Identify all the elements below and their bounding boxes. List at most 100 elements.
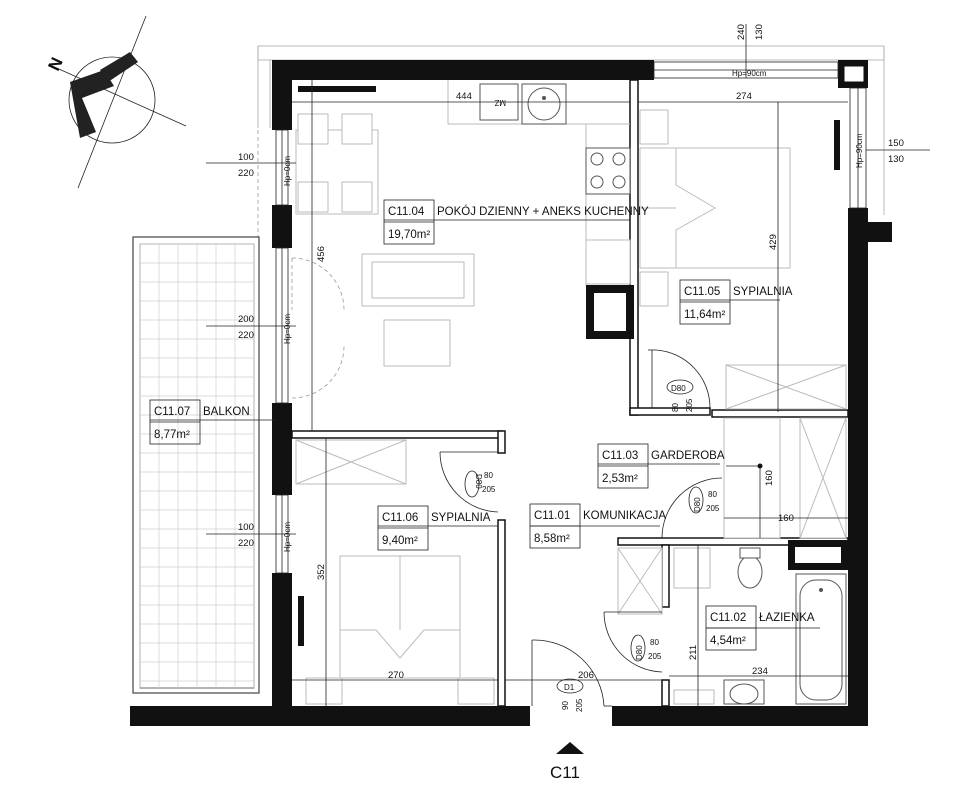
door-tag-bathroom: D80 80 205 bbox=[630, 634, 662, 662]
dimension-labels: 444 274 456 429 352 270 206 211 234 160 … bbox=[316, 91, 794, 681]
outer-walls bbox=[130, 60, 892, 726]
door-tag-label: D80 bbox=[474, 474, 483, 489]
room-area: 11,64m² bbox=[684, 309, 726, 321]
bed-bedroom-1106 bbox=[305, 555, 495, 705]
room-label-1104: C11.04 POKÓJ DZIENNY + ANEKS KUCHENNY 19… bbox=[383, 199, 649, 245]
dimension-label: 429 bbox=[768, 234, 779, 250]
door-width: 80 bbox=[484, 471, 493, 480]
room-label-1103: C11.03 GARDEROBA 2,53m² bbox=[597, 443, 725, 489]
window-sill: Hp=90cm bbox=[732, 69, 767, 78]
door-bedroom-1105 bbox=[648, 349, 711, 409]
door-width: 90 bbox=[561, 701, 570, 710]
dimension-label: 206 bbox=[578, 670, 594, 681]
room-area: 4,54m² bbox=[710, 635, 746, 647]
door-tag-entrance: D1 90 205 bbox=[556, 678, 584, 712]
door-width: 80 bbox=[650, 638, 659, 647]
door-tag-bedroom-1106: D80 80 205 bbox=[464, 470, 496, 498]
window-left-middle bbox=[275, 247, 289, 404]
radiator bbox=[834, 120, 840, 170]
kitchen-counter: MZ bbox=[447, 80, 631, 285]
room-code: C11.03 bbox=[602, 450, 638, 462]
window-sill: Hp=90cm bbox=[855, 133, 864, 168]
window-left-top bbox=[275, 129, 289, 206]
room-code: C11.05 bbox=[684, 286, 720, 298]
door-tag-label: D80 bbox=[693, 497, 702, 512]
door-tags: D80 80 205 D80 80 205 D80 80 205 D80 80 … bbox=[464, 379, 720, 712]
bathroom-fixtures bbox=[673, 547, 847, 705]
fridge-label: MZ bbox=[494, 98, 506, 107]
radiator bbox=[298, 596, 304, 646]
door-height: 205 bbox=[575, 698, 584, 712]
room-code: C11.04 bbox=[388, 206, 425, 218]
doors bbox=[291, 257, 723, 707]
dimension-label: 270 bbox=[388, 670, 404, 681]
dining-set bbox=[295, 113, 379, 215]
furniture: MZ bbox=[295, 80, 847, 705]
room-code: C11.06 bbox=[382, 512, 418, 524]
dimension-lines bbox=[150, 24, 930, 706]
section-arrow-icon bbox=[556, 742, 584, 754]
room-code: C11.01 bbox=[534, 510, 570, 522]
dimension-label: 234 bbox=[752, 666, 768, 677]
windows bbox=[275, 61, 867, 646]
room-name: GARDEROBA bbox=[651, 450, 725, 462]
door-height: 205 bbox=[685, 398, 694, 412]
room-label-1102: C11.02 ŁAZIENKA 4,54m² bbox=[705, 605, 815, 651]
door-garderoba bbox=[661, 477, 723, 539]
dimension-label: 211 bbox=[688, 645, 699, 660]
section-marker: C11 bbox=[550, 742, 584, 782]
dimension-label: 160 bbox=[778, 513, 794, 524]
bed-bedroom-1105 bbox=[639, 109, 791, 307]
door-height: 205 bbox=[482, 485, 496, 494]
room-area: 8,58m² bbox=[534, 533, 570, 545]
room-name: SYPIALNIA bbox=[431, 512, 491, 524]
wardrobe bbox=[295, 439, 407, 485]
window-width: 240 bbox=[736, 24, 747, 40]
window-width: 200 bbox=[238, 314, 254, 325]
section-label: C11 bbox=[550, 763, 580, 782]
window-width: 100 bbox=[238, 522, 254, 533]
window-height: 220 bbox=[238, 330, 254, 341]
door-bathroom bbox=[603, 611, 663, 673]
room-area: 2,53m² bbox=[602, 473, 638, 485]
dimension-label: 274 bbox=[736, 91, 752, 102]
room-name: SYPIALNIA bbox=[733, 286, 793, 298]
window-height: 220 bbox=[238, 538, 254, 549]
room-code: C11.02 bbox=[710, 612, 746, 624]
coffee-table bbox=[383, 319, 451, 367]
radiator bbox=[298, 86, 376, 92]
window-width: 100 bbox=[238, 152, 254, 163]
window-height: 220 bbox=[238, 168, 254, 179]
dimension-label: 456 bbox=[316, 246, 327, 262]
room-code: C11.07 bbox=[154, 406, 190, 418]
dimension-label: 160 bbox=[764, 470, 775, 486]
north-arrow-icon: N bbox=[44, 15, 187, 189]
room-area: 8,77m² bbox=[154, 429, 190, 441]
window-sill: Hp=0cm bbox=[283, 314, 292, 344]
door-width: 80 bbox=[671, 403, 680, 412]
door-tag-label: D80 bbox=[671, 384, 686, 393]
entrance-door bbox=[531, 639, 612, 707]
door-bedroom-1106 bbox=[439, 451, 499, 513]
room-label-1101: C11.01 KOMUNIKACJA 8,58m² bbox=[529, 503, 666, 549]
door-tag-garderoba: D80 80 205 bbox=[688, 486, 720, 514]
window-sill: Hp=0cm bbox=[283, 156, 292, 186]
window-sill: Hp=0cm bbox=[283, 522, 292, 552]
room-area: 9,40m² bbox=[382, 535, 418, 547]
door-width: 80 bbox=[708, 490, 717, 499]
window-height: 130 bbox=[888, 154, 904, 165]
room-name: ŁAZIENKA bbox=[759, 612, 815, 624]
room-area: 19,70m² bbox=[388, 229, 430, 241]
door-tag-label: D1 bbox=[564, 683, 575, 692]
room-label-1107: C11.07 BALKON 8,77m² bbox=[149, 399, 250, 445]
door-height: 205 bbox=[648, 652, 662, 661]
window-right bbox=[849, 87, 867, 209]
room-labels: C11.04 POKÓJ DZIENNY + ANEKS KUCHENNY 19… bbox=[149, 199, 815, 651]
window-height: 130 bbox=[754, 24, 765, 40]
room-label-1106: C11.06 SYPIALNIA 9,40m² bbox=[377, 505, 491, 551]
window-annotations: 100 220 Hp=0cm 200 220 Hp=0cm 100 220 Hp… bbox=[238, 24, 904, 552]
room-name: KOMUNIKACJA bbox=[583, 510, 666, 522]
wardrobe bbox=[725, 364, 847, 410]
door-height: 205 bbox=[706, 504, 720, 513]
